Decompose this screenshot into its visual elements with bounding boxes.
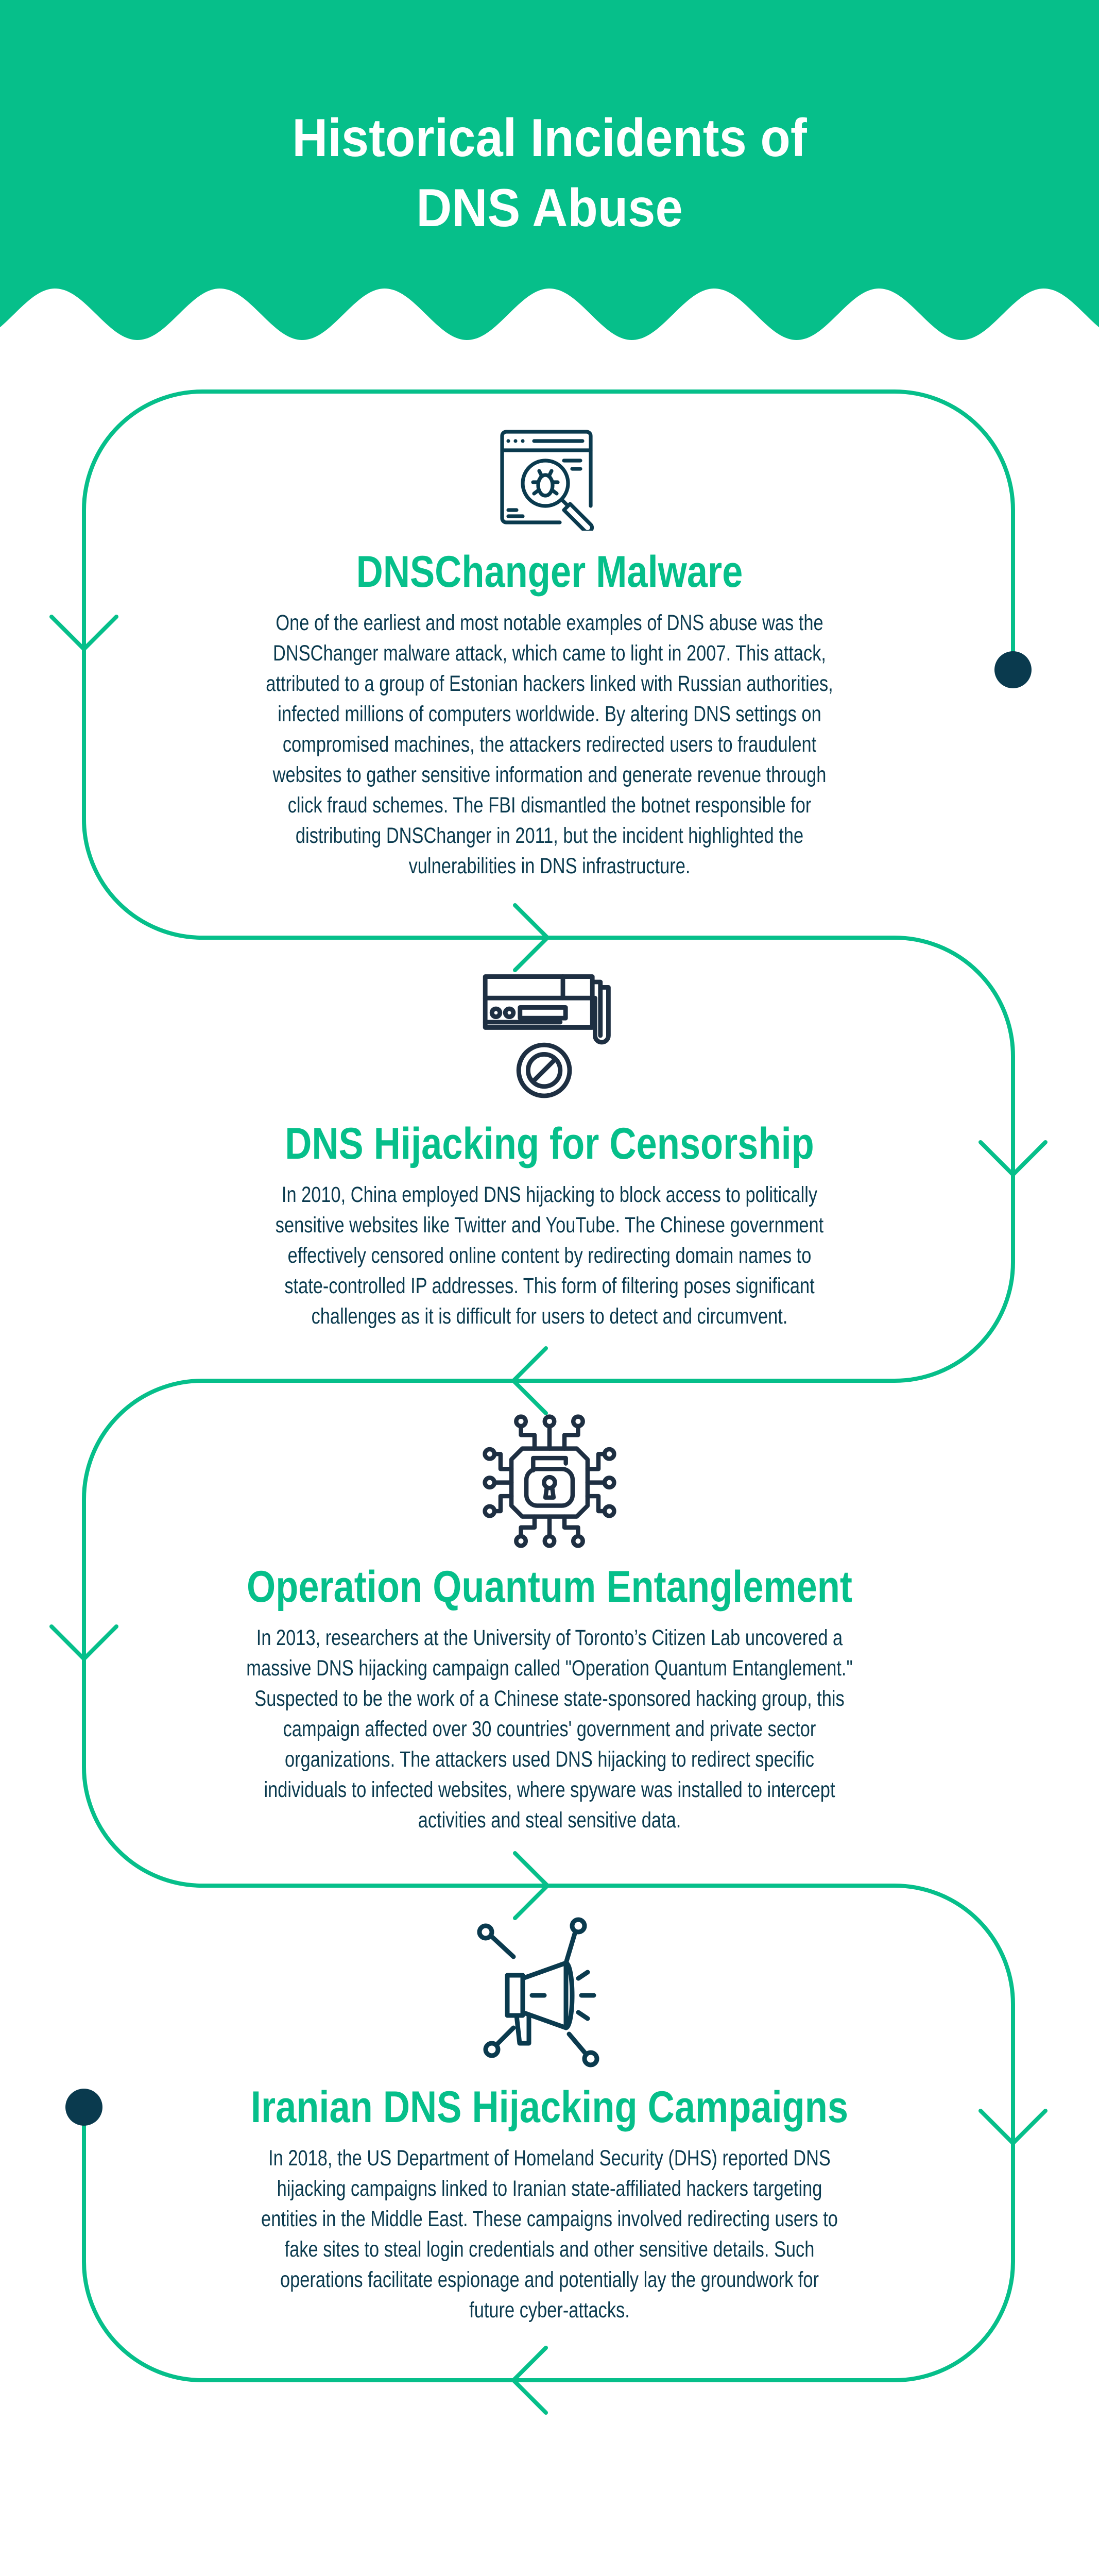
body-line: In 2013, researchers at the University o… xyxy=(256,1625,843,1650)
chevron-right-icon xyxy=(513,903,550,972)
body-line: sensitive websites like Twitter and YouT… xyxy=(275,1213,824,1238)
body-line: entities in the Middle East. These campa… xyxy=(261,2207,838,2231)
body-line: operations facilitate espionage and pote… xyxy=(280,2267,819,2292)
title-line-1: Historical Incidents of xyxy=(292,108,807,168)
body-line: organizations. The attackers used DNS hi… xyxy=(284,1747,815,1772)
body-line: fake sites to steal login credentials an… xyxy=(284,2237,815,2262)
chevron-left-icon xyxy=(511,2346,548,2415)
section-title: DNS Hijacking for Censorship xyxy=(285,1119,814,1168)
browser-bug-search-icon xyxy=(500,430,594,531)
megaphone-network-icon xyxy=(477,1917,599,2067)
chevron-down-icon xyxy=(978,1140,1048,1177)
chevron-down-icon xyxy=(978,2109,1048,2145)
section-title: DNSChanger Malware xyxy=(356,547,743,597)
section-title: Operation Quantum Entanglement xyxy=(247,1562,852,1612)
body-line: attributed to a group of Estonian hacker… xyxy=(266,671,833,696)
timeline-end-dot xyxy=(65,2089,102,2126)
body-line: One of the earliest and most notable exa… xyxy=(276,611,823,635)
body-line: websites to gather sensitive information… xyxy=(272,762,827,787)
title-line-2: DNS Abuse xyxy=(416,178,683,238)
body-line: click fraud schemes. The FBI dismantled … xyxy=(287,793,812,818)
section-body: In 2010, China employed DNS hijacking to… xyxy=(110,1180,989,1332)
body-line: future cyber-attacks. xyxy=(469,2298,630,2323)
body-line: infected millions of computers worldwide… xyxy=(278,702,821,726)
blocked-card-icon xyxy=(483,974,611,1098)
body-line: compromised machines, the attackers redi… xyxy=(282,732,817,757)
chevron-left-icon xyxy=(511,1346,548,1415)
section-body: In 2013, researchers at the University o… xyxy=(110,1623,989,1836)
timeline-path xyxy=(49,389,1048,2415)
timeline-line xyxy=(82,389,1015,2382)
body-line: In 2018, the US Department of Homeland S… xyxy=(268,2146,831,2171)
body-line: distributing DNSChanger in 2011, but the… xyxy=(295,823,804,848)
body-line: DNSChanger malware attack, which came to… xyxy=(273,641,826,666)
body-line: effectively censored online content by r… xyxy=(287,1243,812,1268)
infographic-page: Historical Incidents of DNS Abuse xyxy=(0,0,1099,2415)
body-line: Suspected to be the work of a Chinese st… xyxy=(254,1686,845,1711)
section-body: One of the earliest and most notable exa… xyxy=(110,608,989,882)
body-line: individuals to infected websites, where … xyxy=(264,1777,835,1802)
body-line: hijacking campaigns linked to Iranian st… xyxy=(277,2176,822,2201)
header-banner xyxy=(0,0,1099,340)
body-line: vulnerabilities in DNS infrastructure. xyxy=(408,854,691,878)
chevron-down-icon xyxy=(49,615,118,651)
body-line: activities and steal sensitive data. xyxy=(418,1808,681,1833)
body-line: state-controlled IP addresses. This form… xyxy=(284,1274,815,1298)
page-title: Historical Incidents of DNS Abuse xyxy=(0,103,1099,243)
body-line: In 2010, China employed DNS hijacking to… xyxy=(281,1182,818,1207)
body-line: challenges as it is difficult for users … xyxy=(311,1304,788,1329)
chevron-down-icon xyxy=(49,1624,118,1661)
timeline-start-dot xyxy=(994,651,1032,688)
chevron-right-icon xyxy=(513,1851,550,1920)
section-title: Iranian DNS Hijacking Campaigns xyxy=(250,2082,849,2132)
section-body: In 2018, the US Department of Homeland S… xyxy=(110,2143,989,2326)
body-line: campaign affected over 30 countries' gov… xyxy=(283,1717,816,1741)
chip-lock-icon xyxy=(483,1414,616,1548)
body-line: massive DNS hijacking campaign called "O… xyxy=(246,1656,853,1681)
